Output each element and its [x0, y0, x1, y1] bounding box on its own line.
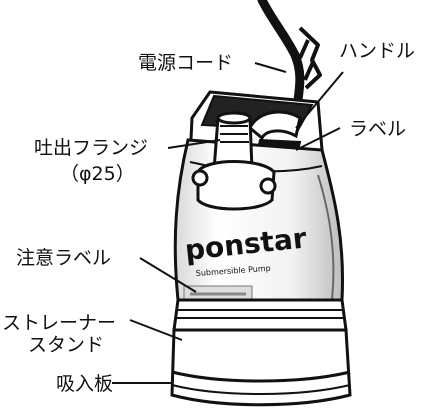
label-label: ラベル [349, 118, 407, 140]
leader-strainer-stand [129, 319, 183, 341]
leader-discharge-flange [167, 139, 221, 149]
leader-label [295, 127, 341, 151]
label-flange-size: （φ25） [60, 163, 135, 185]
label-strainer-stand-line2: スタンド [28, 334, 105, 356]
leader-power-cord [254, 62, 287, 73]
cord-clamp [298, 26, 322, 90]
label-strainer-stand-line1: ストレーナー [2, 312, 117, 334]
label-suction-plate: 吸入板 [56, 373, 114, 395]
label-power-cord: 電源コード [138, 52, 234, 74]
strainer-stand [172, 298, 348, 332]
label-caution-label: 注意ラベル [16, 247, 112, 269]
suction-plate [170, 328, 352, 407]
label-handle: ハンドル [339, 40, 416, 62]
leader-handle [295, 71, 344, 129]
power-cord [257, 0, 305, 105]
label-discharge-flange: 吐出フランジ [34, 137, 149, 159]
leader-caution-label [139, 257, 197, 293]
